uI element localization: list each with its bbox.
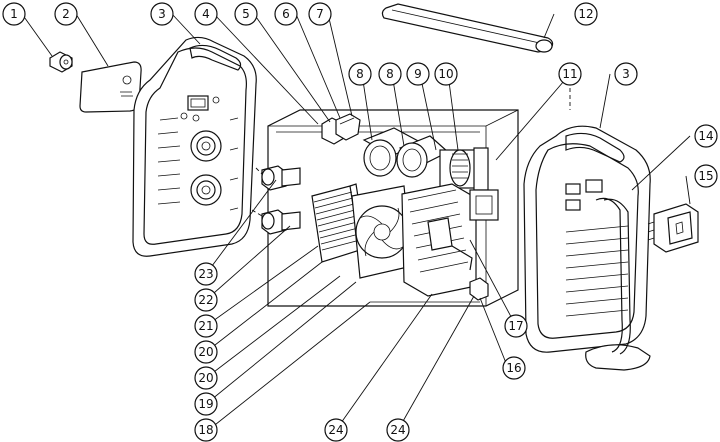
svg-text:8: 8 (386, 67, 394, 81)
callout-11: 11 (558, 62, 582, 86)
part-14-cable (595, 197, 631, 355)
svg-text:5: 5 (242, 7, 250, 21)
callout-8a: 8 (348, 62, 372, 86)
part-2-label-plate (79, 61, 142, 113)
svg-text:16: 16 (506, 361, 521, 375)
part-1-knob (49, 51, 73, 73)
callout-6: 6 (274, 2, 298, 26)
callout-4: 4 (194, 2, 218, 26)
svg-text:1: 1 (10, 7, 18, 21)
svg-text:12: 12 (578, 7, 593, 21)
part-12-handle (381, 3, 554, 53)
svg-text:24: 24 (328, 423, 343, 437)
callout-8b: 8 (378, 62, 402, 86)
svg-text:4: 4 (202, 7, 210, 21)
callout-18: 18 (194, 418, 218, 442)
callout-1: 1 (2, 2, 26, 26)
callout-12: 12 (574, 2, 598, 26)
svg-text:23: 23 (198, 267, 213, 281)
svg-text:7: 7 (316, 7, 324, 21)
parts-8-9-capacitors (362, 127, 450, 178)
callout-7: 7 (308, 2, 332, 26)
callout-2: 2 (54, 2, 78, 26)
callout-23: 23 (194, 262, 218, 286)
svg-text:24: 24 (390, 423, 405, 437)
svg-text:10: 10 (438, 67, 453, 81)
svg-text:9: 9 (414, 67, 422, 81)
callout-21: 21 (194, 314, 218, 338)
part-10-coil (439, 147, 489, 191)
part-3-rear-panel (523, 125, 651, 371)
svg-text:20: 20 (198, 345, 213, 359)
svg-text:22: 22 (198, 293, 213, 307)
callout-20a: 20 (194, 366, 218, 390)
svg-text:2: 2 (62, 7, 70, 21)
rectifier-heatsinks (401, 183, 499, 297)
callout-20b: 20 (194, 340, 218, 364)
callout-24b: 24 (386, 418, 410, 442)
callout-19: 19 (194, 392, 218, 416)
leader-lines (21, 13, 691, 433)
svg-text:15: 15 (698, 169, 713, 183)
callout-3-front-panel: 3 (150, 2, 174, 26)
callout-9: 9 (406, 62, 430, 86)
svg-text:6: 6 (282, 7, 290, 21)
svg-text:3: 3 (622, 67, 630, 81)
callout-16: 16 (502, 356, 526, 380)
svg-text:21: 21 (198, 319, 213, 333)
svg-text:11: 11 (562, 67, 577, 81)
callout-24a: 24 (324, 418, 348, 442)
svg-text:19: 19 (198, 397, 213, 411)
output-terminals (261, 165, 301, 235)
cooling-fan (351, 185, 413, 279)
callout-5: 5 (234, 2, 258, 26)
svg-text:14: 14 (698, 129, 713, 143)
part-15-switch (647, 203, 699, 253)
callout-3-rear-panel: 3 (614, 62, 638, 86)
callout-10: 10 (434, 62, 458, 86)
svg-text:3: 3 (158, 7, 166, 21)
svg-text:18: 18 (198, 423, 213, 437)
callout-14: 14 (694, 124, 718, 148)
svg-text:20: 20 (198, 371, 213, 385)
svg-text:17: 17 (508, 319, 523, 333)
callout-15: 15 (694, 164, 718, 188)
part-16-component (469, 277, 489, 301)
part-3-front-panel (132, 36, 257, 257)
callout-22: 22 (194, 288, 218, 312)
svg-text:8: 8 (356, 67, 364, 81)
callout-17: 17 (504, 314, 528, 338)
parts-4-7-brackets (321, 113, 361, 145)
